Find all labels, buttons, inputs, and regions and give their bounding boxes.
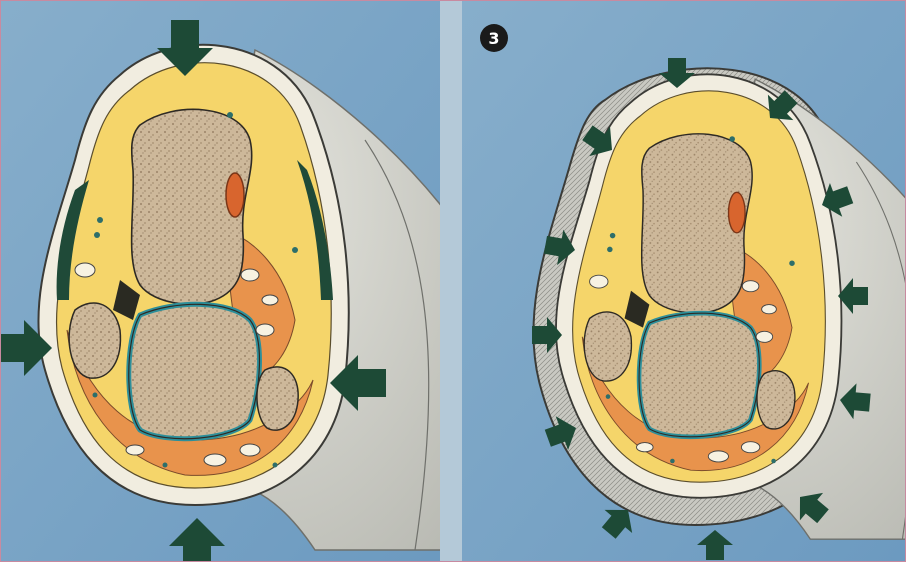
panel-number-badge: 3 bbox=[480, 24, 508, 52]
panel-divider bbox=[440, 0, 462, 562]
panel-number-label: 3 bbox=[488, 29, 499, 48]
left-panel bbox=[0, 0, 485, 562]
right-panel: 3 bbox=[462, 0, 906, 562]
